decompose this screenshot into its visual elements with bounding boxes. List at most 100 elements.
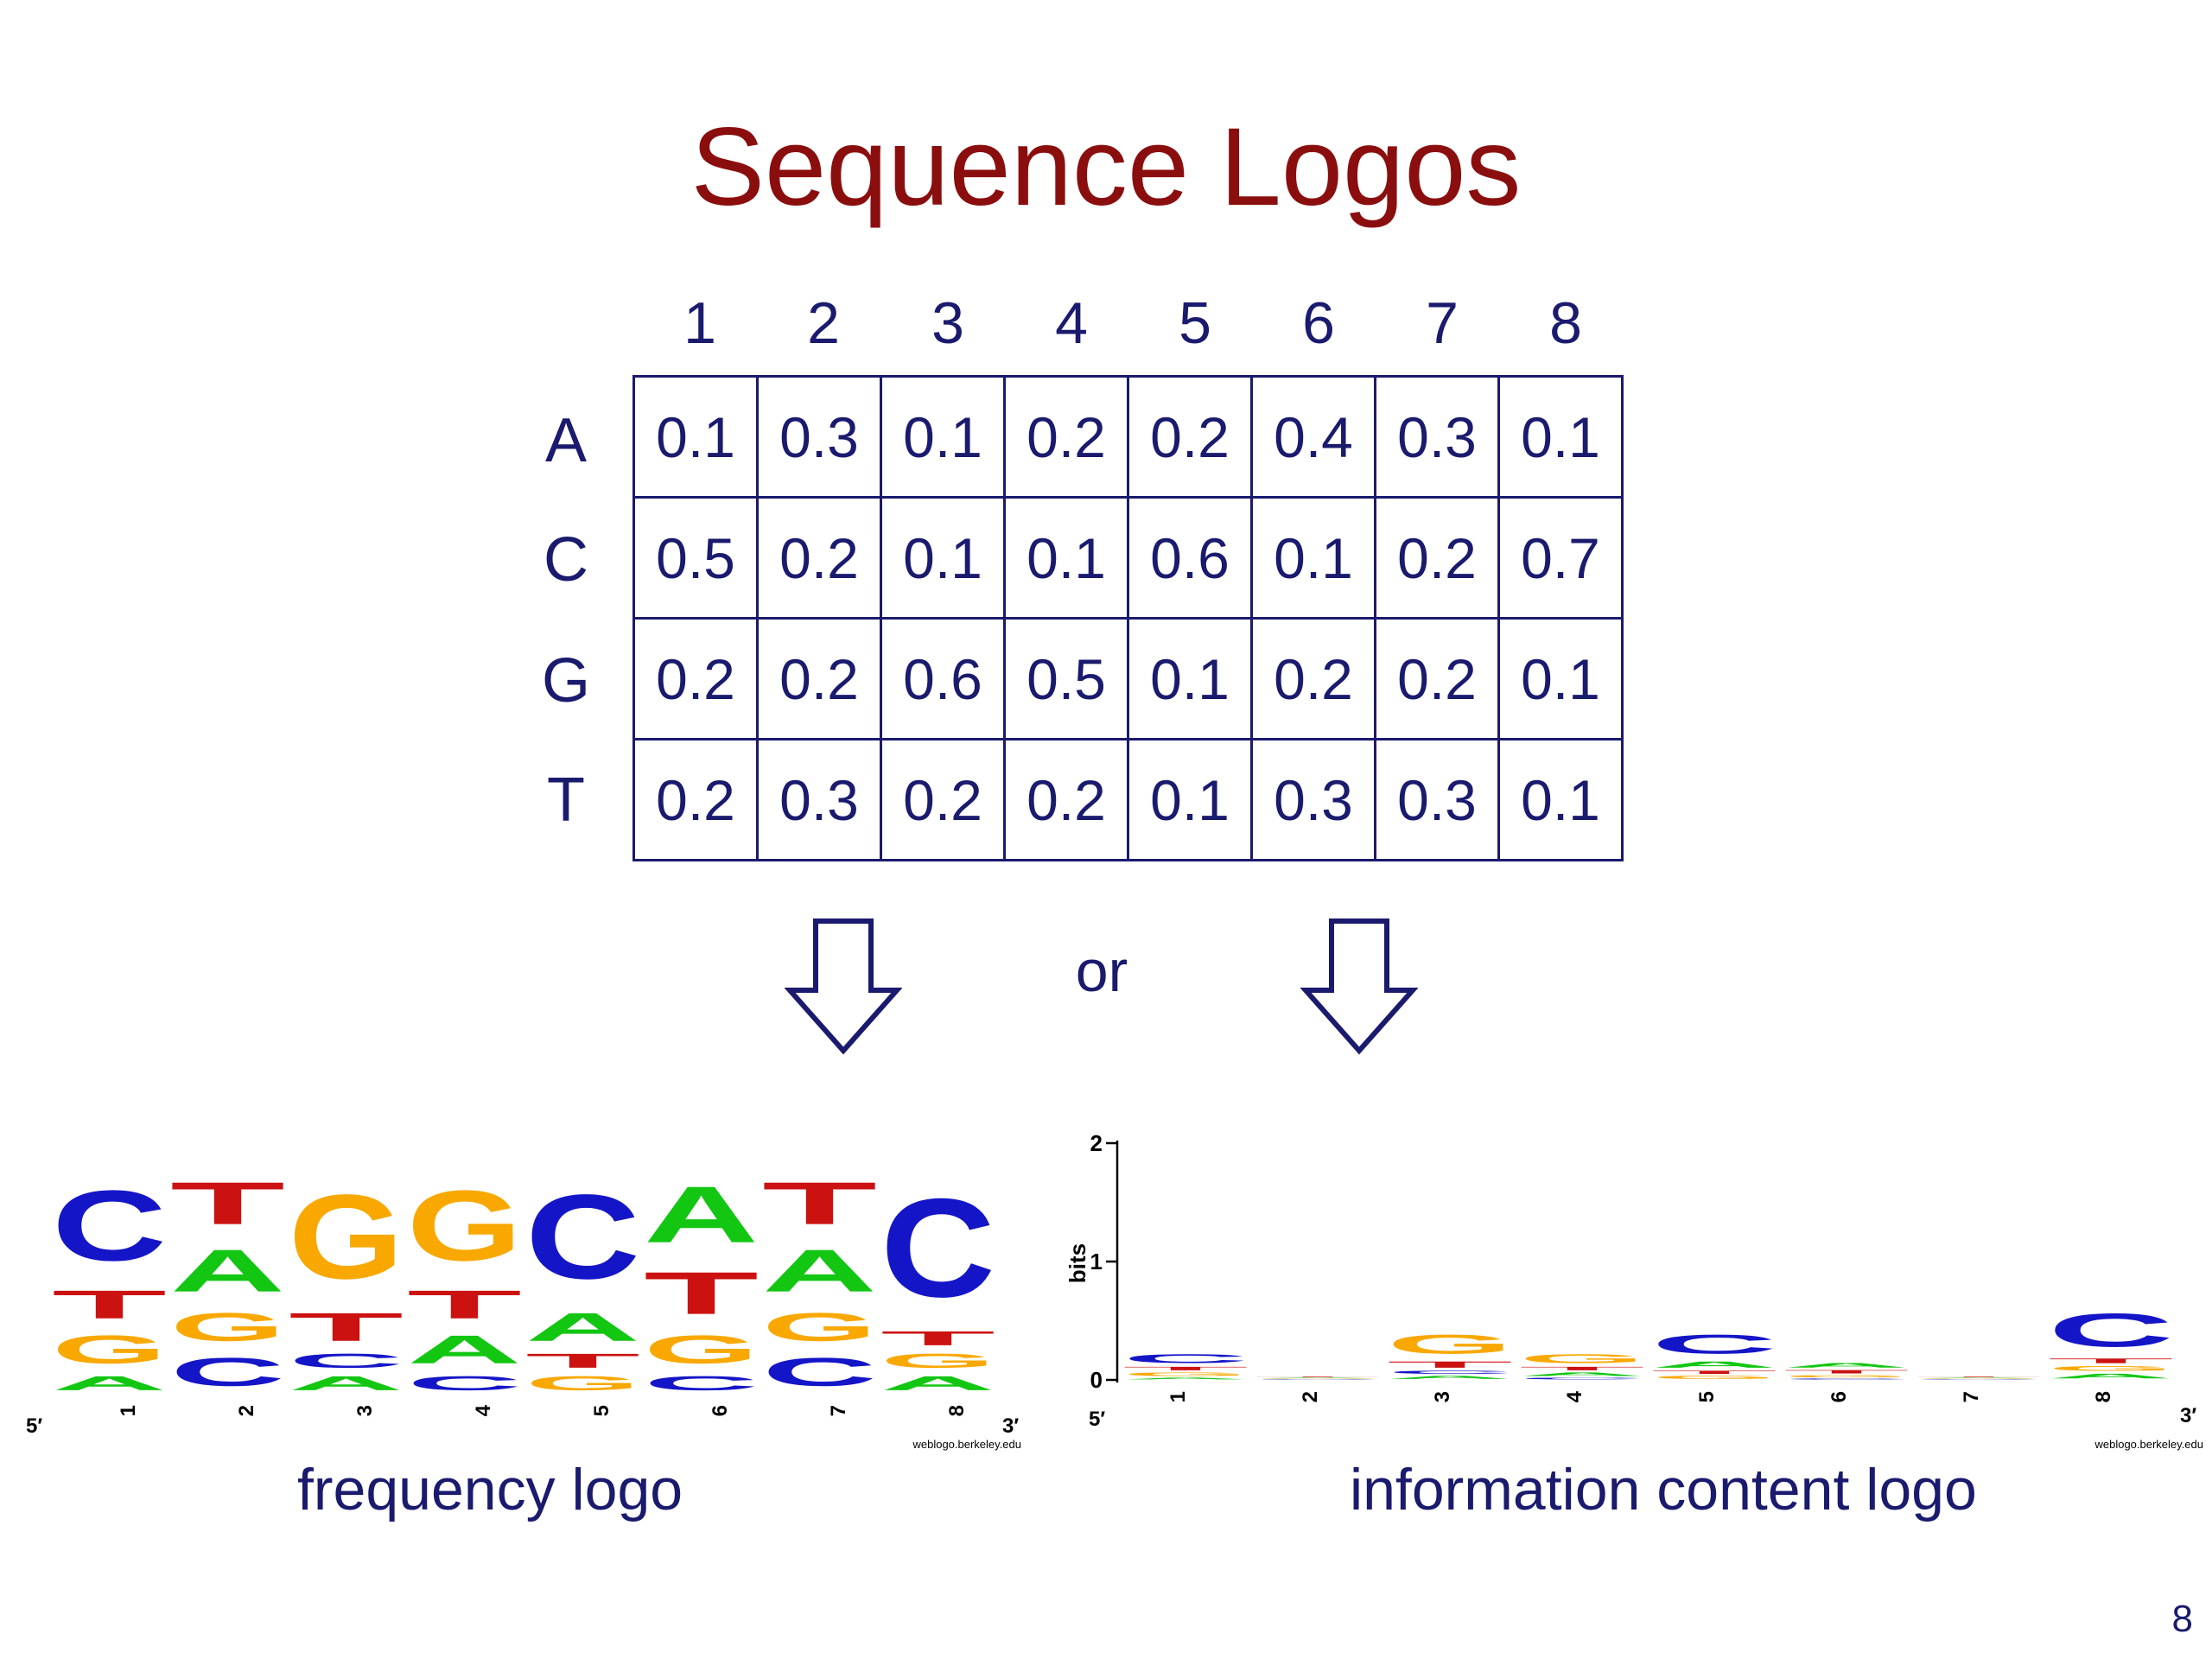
logo-letter-g: G bbox=[644, 1327, 759, 1372]
column-number: 2 bbox=[807, 290, 840, 356]
matrix-cell: 0.2 bbox=[1374, 617, 1500, 741]
logo-letter-t: T bbox=[407, 1282, 522, 1327]
logo-letter-c: C bbox=[1916, 1379, 2042, 1380]
page-number: 8 bbox=[2171, 1598, 2193, 1640]
matrix-cell: 0.2 bbox=[632, 738, 759, 861]
logo-letter-t: T bbox=[1916, 1376, 2042, 1377]
logo-letter-t: T bbox=[52, 1282, 167, 1327]
position-label: 1 bbox=[1166, 1391, 1190, 1402]
matrix-cell: 0.1 bbox=[1127, 738, 1253, 861]
logo-letter-a: A bbox=[1651, 1359, 1777, 1370]
logo-letter-a: A bbox=[407, 1327, 522, 1372]
position-label: 1 bbox=[117, 1405, 140, 1416]
position-label: 3 bbox=[353, 1405, 377, 1416]
logo-letter-a: A bbox=[170, 1237, 285, 1305]
logo-letter-c: C bbox=[525, 1169, 640, 1304]
logo-letter-t: T bbox=[1783, 1369, 1910, 1374]
position-label: 4 bbox=[472, 1404, 495, 1416]
logo-letter-a: A bbox=[762, 1237, 877, 1305]
logo-letter-t: T bbox=[1255, 1376, 1381, 1377]
matrix-row-c: 0.5 0.2 0.1 0.1 0.6 0.1 0.2 0.7 bbox=[632, 496, 1624, 620]
logo-letter-t: T bbox=[644, 1260, 759, 1327]
column-number: 1 bbox=[683, 290, 716, 356]
column-number: 3 bbox=[931, 290, 964, 356]
matrix-cell: 0.1 bbox=[1497, 617, 1624, 741]
logo-letter-c: C bbox=[1783, 1378, 1910, 1380]
position-label: 5 bbox=[590, 1405, 613, 1416]
matrix-cell: 0.3 bbox=[756, 375, 882, 499]
matrix-cell: 0.1 bbox=[1127, 617, 1253, 741]
slide-title: Sequence Logos bbox=[690, 105, 1522, 229]
logo-letter-g: G bbox=[170, 1305, 285, 1350]
logo-letter-a: A bbox=[1122, 1377, 1249, 1380]
logo-letter-a: A bbox=[52, 1372, 167, 1395]
three-prime-label: 3′ bbox=[1002, 1414, 1019, 1438]
logo-letter-g: G bbox=[52, 1327, 167, 1372]
y-axis-label: bits bbox=[1065, 1243, 1090, 1283]
matrix-cell: 0.2 bbox=[880, 738, 1006, 861]
logo-letter-t: T bbox=[289, 1305, 404, 1350]
logo-letter-t: T bbox=[170, 1170, 285, 1237]
y-tick-label: 0 bbox=[1090, 1367, 1103, 1393]
matrix-cell: 0.7 bbox=[1497, 496, 1624, 620]
y-tick-label: 2 bbox=[1090, 1130, 1103, 1156]
logo-letter-g: G bbox=[1519, 1351, 1645, 1365]
matrix-row-g: 0.2 0.2 0.6 0.5 0.1 0.2 0.2 0.1 bbox=[632, 617, 1624, 741]
position-label: 3 bbox=[1431, 1391, 1454, 1402]
matrix-cell: 0.5 bbox=[1003, 617, 1129, 741]
logo-letter-c: C bbox=[762, 1350, 877, 1395]
logo-letter-a: A bbox=[289, 1372, 404, 1395]
column-number: 8 bbox=[1549, 290, 1582, 356]
probability-matrix: 0.1 0.3 0.1 0.2 0.2 0.4 0.3 0.1 0.5 0.2 … bbox=[632, 375, 1624, 861]
information-logo-caption: information content logo bbox=[1350, 1457, 1977, 1522]
logo-letter-g: G bbox=[1255, 1378, 1381, 1379]
matrix-cell: 0.3 bbox=[1374, 375, 1500, 499]
column-number: 5 bbox=[1179, 290, 1211, 356]
matrix-cell: 0.2 bbox=[1003, 738, 1129, 861]
matrix-cell: 0.1 bbox=[1497, 375, 1624, 499]
logo-letter-t: T bbox=[2048, 1357, 2174, 1365]
logo-letter-c: C bbox=[1122, 1351, 1249, 1365]
logo-letter-a: A bbox=[2048, 1372, 2174, 1380]
down-arrow-icon bbox=[1300, 918, 1418, 1055]
logo-letter-g: G bbox=[2048, 1364, 2174, 1372]
position-label: 4 bbox=[1563, 1390, 1586, 1402]
position-label: 7 bbox=[827, 1405, 850, 1416]
logo-letter-t: T bbox=[762, 1170, 877, 1237]
matrix-cell: 0.3 bbox=[756, 738, 882, 861]
three-prime-label: 3′ bbox=[2180, 1404, 2196, 1427]
row-label-t: T bbox=[547, 766, 585, 835]
logo-letter-g: G bbox=[289, 1170, 404, 1304]
or-label: or bbox=[1075, 938, 1128, 1004]
down-arrow-icon bbox=[785, 918, 902, 1055]
matrix-cell: 0.2 bbox=[632, 617, 759, 741]
logo-letter-t: T bbox=[1519, 1366, 1645, 1372]
matrix-cell: 0.2 bbox=[1250, 617, 1376, 741]
column-number: 4 bbox=[1055, 290, 1088, 356]
logo-letter-a: A bbox=[880, 1372, 995, 1395]
position-label: 2 bbox=[235, 1405, 258, 1416]
position-label: 5 bbox=[1695, 1391, 1719, 1402]
five-prime-label: 5′ bbox=[1089, 1408, 1105, 1431]
logo-letter-g: G bbox=[407, 1170, 522, 1281]
logo-letter-g: G bbox=[1651, 1375, 1777, 1380]
matrix-cell: 0.1 bbox=[1497, 738, 1624, 861]
matrix-cell: 0.5 bbox=[632, 496, 759, 620]
logo-letter-g: G bbox=[1916, 1378, 2042, 1379]
logo-letter-t: T bbox=[1651, 1370, 1777, 1375]
position-label: 8 bbox=[2092, 1391, 2115, 1402]
matrix-row-a: 0.1 0.3 0.1 0.2 0.2 0.4 0.3 0.1 bbox=[632, 375, 1624, 499]
logo-letter-a: A bbox=[644, 1170, 759, 1260]
matrix-cell: 0.2 bbox=[756, 496, 882, 620]
matrix-cell: 0.1 bbox=[1250, 496, 1376, 620]
logo-letter-t: T bbox=[525, 1350, 640, 1372]
frequency-logo-caption: frequency logo bbox=[297, 1457, 683, 1522]
matrix-cell: 0.2 bbox=[756, 617, 882, 741]
matrix-cell: 0.1 bbox=[632, 375, 759, 499]
logo-letter-a: A bbox=[1783, 1362, 1910, 1369]
logo-letter-a: A bbox=[1519, 1371, 1645, 1377]
